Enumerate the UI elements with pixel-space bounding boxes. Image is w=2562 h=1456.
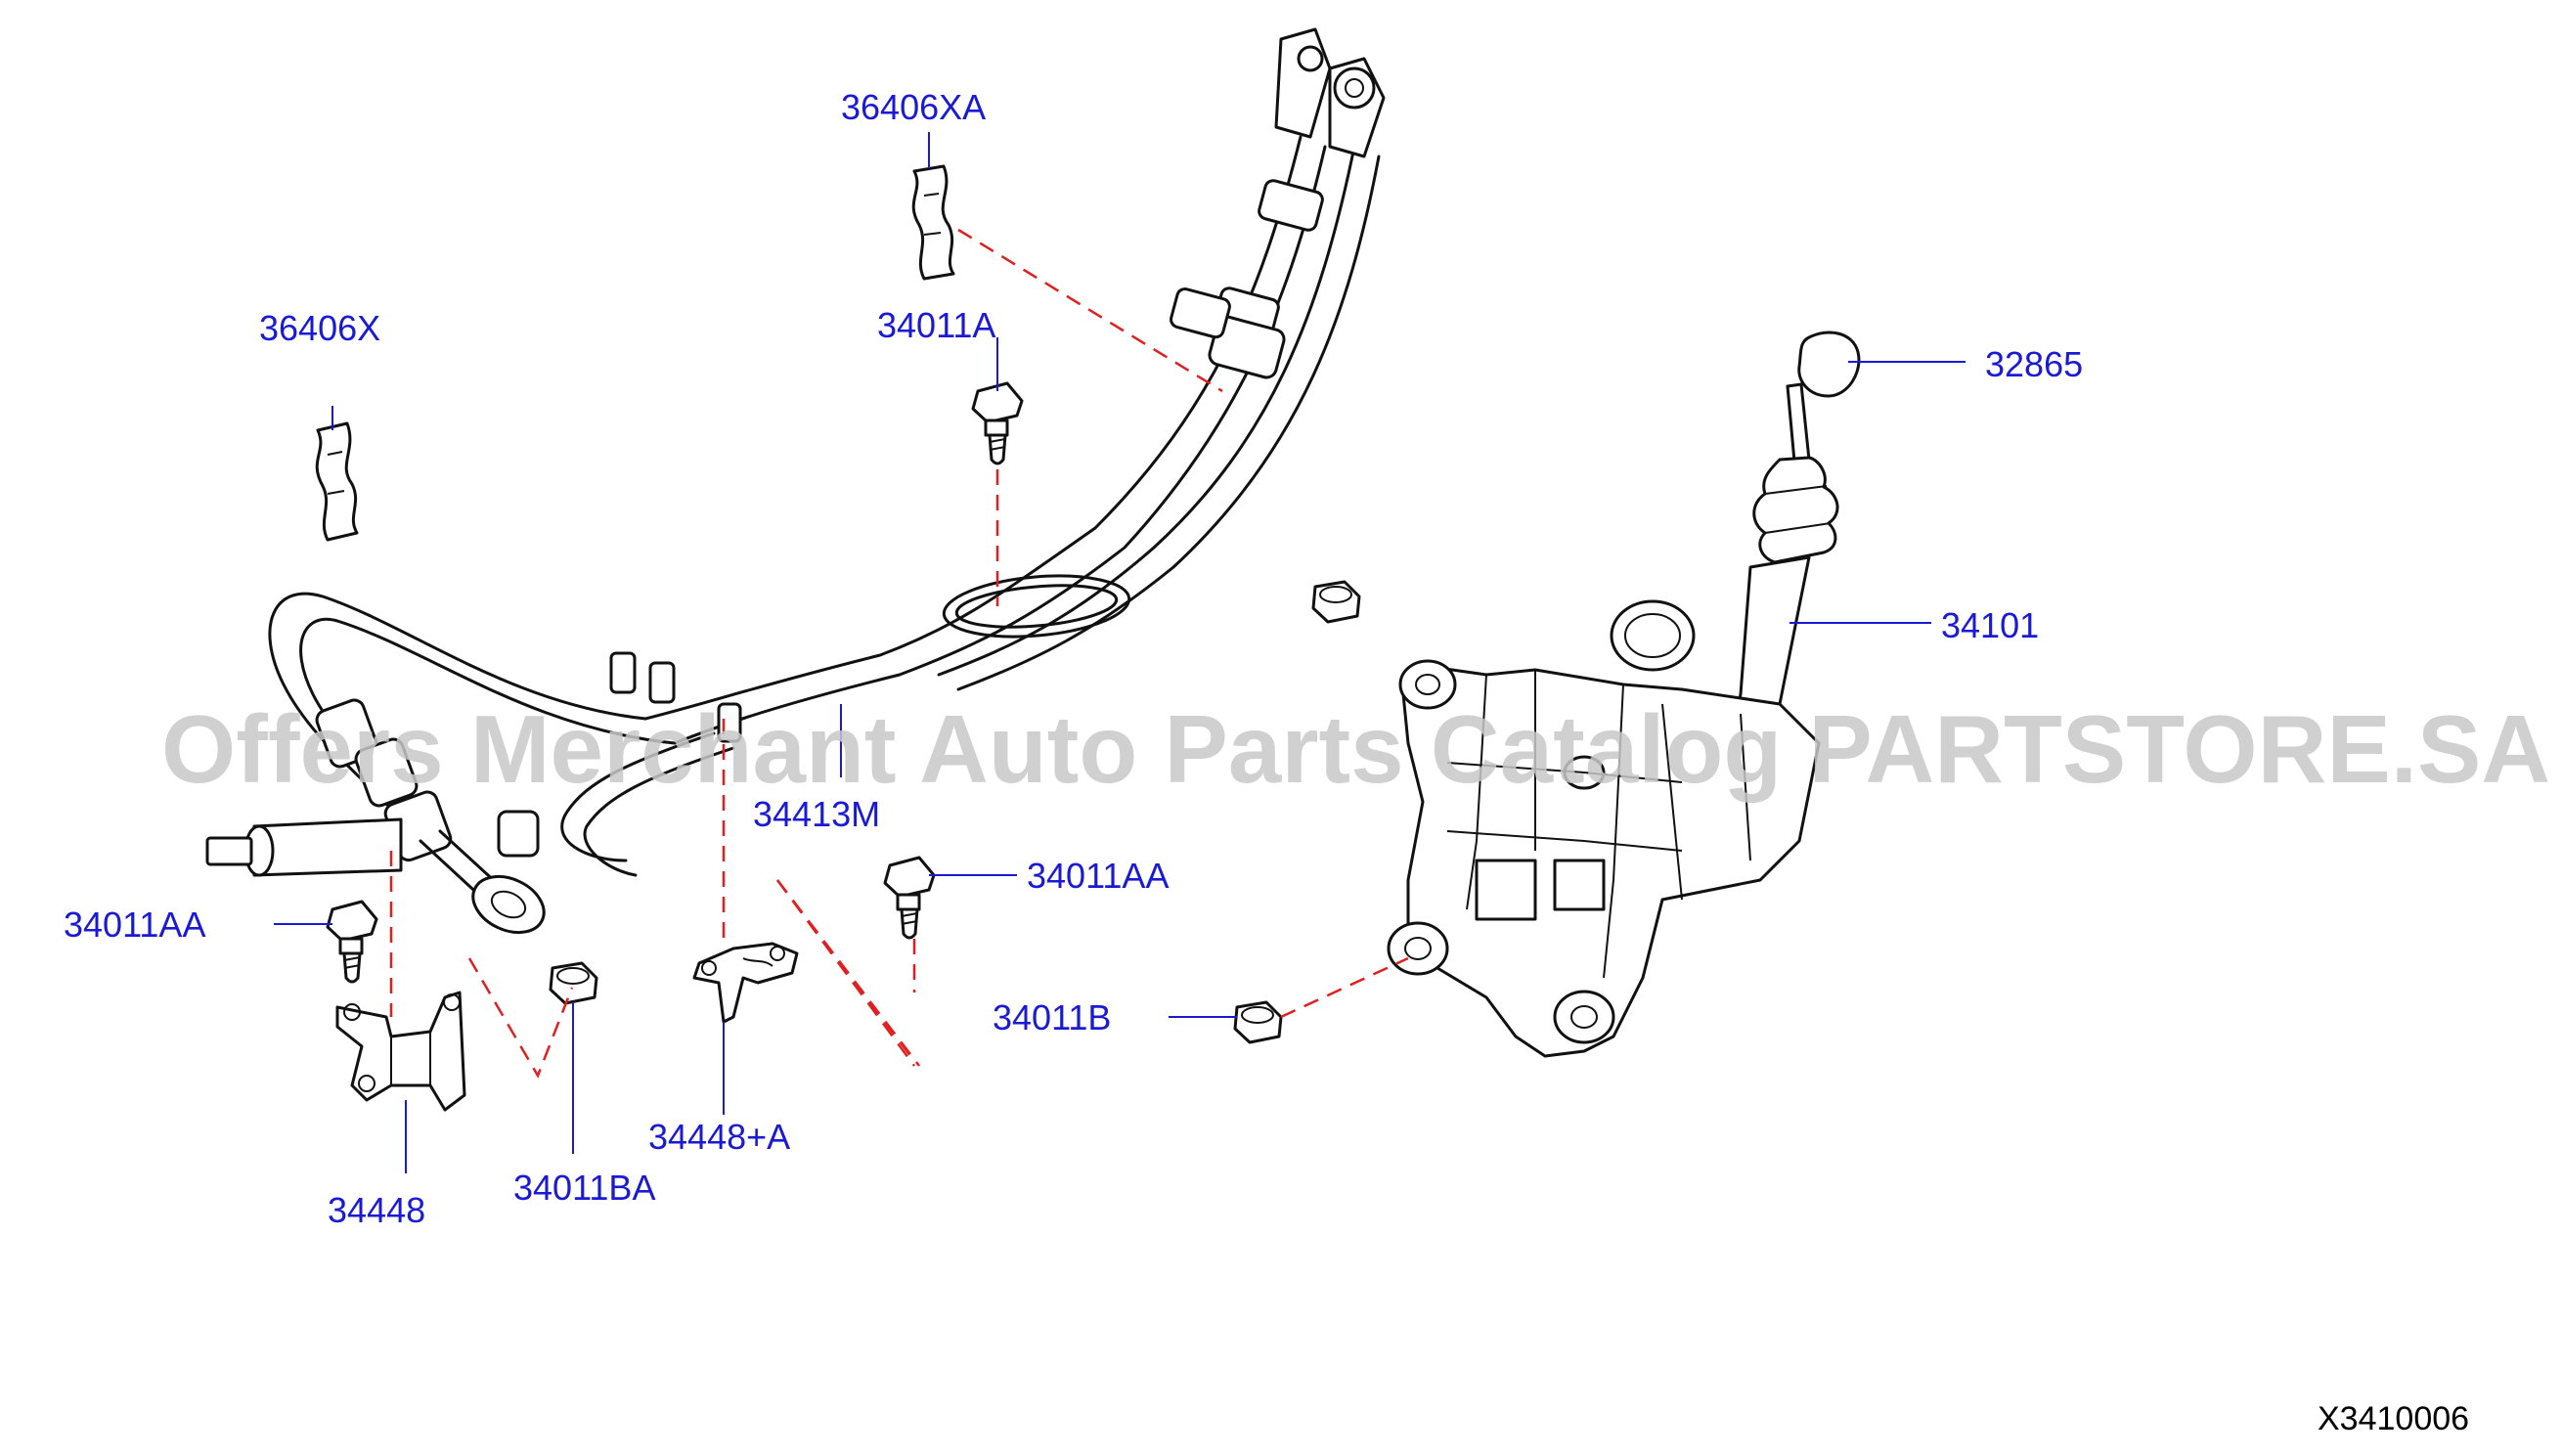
nut-34011B — [1233, 1000, 1283, 1044]
cable-loop-ring — [942, 574, 1131, 639]
part-labels: 36406XA 36406X 34011A 32865 34101 34413M… — [64, 87, 2083, 1230]
shift-knob — [1797, 331, 1861, 398]
diagram-id: X3410006 — [2318, 1400, 2469, 1437]
bolt-34011AA-right — [883, 856, 936, 940]
label-36406XA[interactable]: 36406XA — [841, 87, 986, 127]
label-34448[interactable]: 34448 — [328, 1190, 425, 1230]
bolt-34011A — [971, 381, 1024, 465]
cable-end-top — [1170, 27, 1386, 379]
shift-lever-assembly — [1387, 382, 1839, 1058]
control-cable-assembly — [205, 27, 1386, 935]
label-34413M[interactable]: 34413M — [753, 794, 880, 834]
bolt-34011AA-left — [326, 900, 378, 984]
label-36406X[interactable]: 36406X — [259, 308, 380, 348]
label-34011AA-right[interactable]: 34011AA — [1027, 856, 1169, 896]
label-34448A[interactable]: 34448+A — [648, 1117, 790, 1157]
label-34011AA-left[interactable]: 34011AA — [64, 904, 205, 945]
clip-36406X — [315, 421, 359, 542]
assembly-lines — [389, 228, 1409, 1079]
label-34011BA[interactable]: 34011BA — [513, 1168, 655, 1208]
label-34011A[interactable]: 34011A — [877, 305, 995, 345]
nut-loose — [1311, 580, 1361, 624]
nut-34011BA — [549, 961, 598, 1005]
label-34101[interactable]: 34101 — [1941, 605, 2039, 645]
clip-36406XA — [911, 164, 955, 281]
cable-end-left — [205, 698, 546, 935]
bracket-34448A — [692, 942, 799, 1024]
label-34011B[interactable]: 34011B — [993, 997, 1111, 1037]
label-32865[interactable]: 32865 — [1985, 344, 2083, 384]
watermark-text: Offers Merchant Auto Parts Catalog PARTS… — [161, 695, 2550, 803]
bracket-34448 — [335, 991, 466, 1112]
leader-lines — [274, 132, 1966, 1173]
